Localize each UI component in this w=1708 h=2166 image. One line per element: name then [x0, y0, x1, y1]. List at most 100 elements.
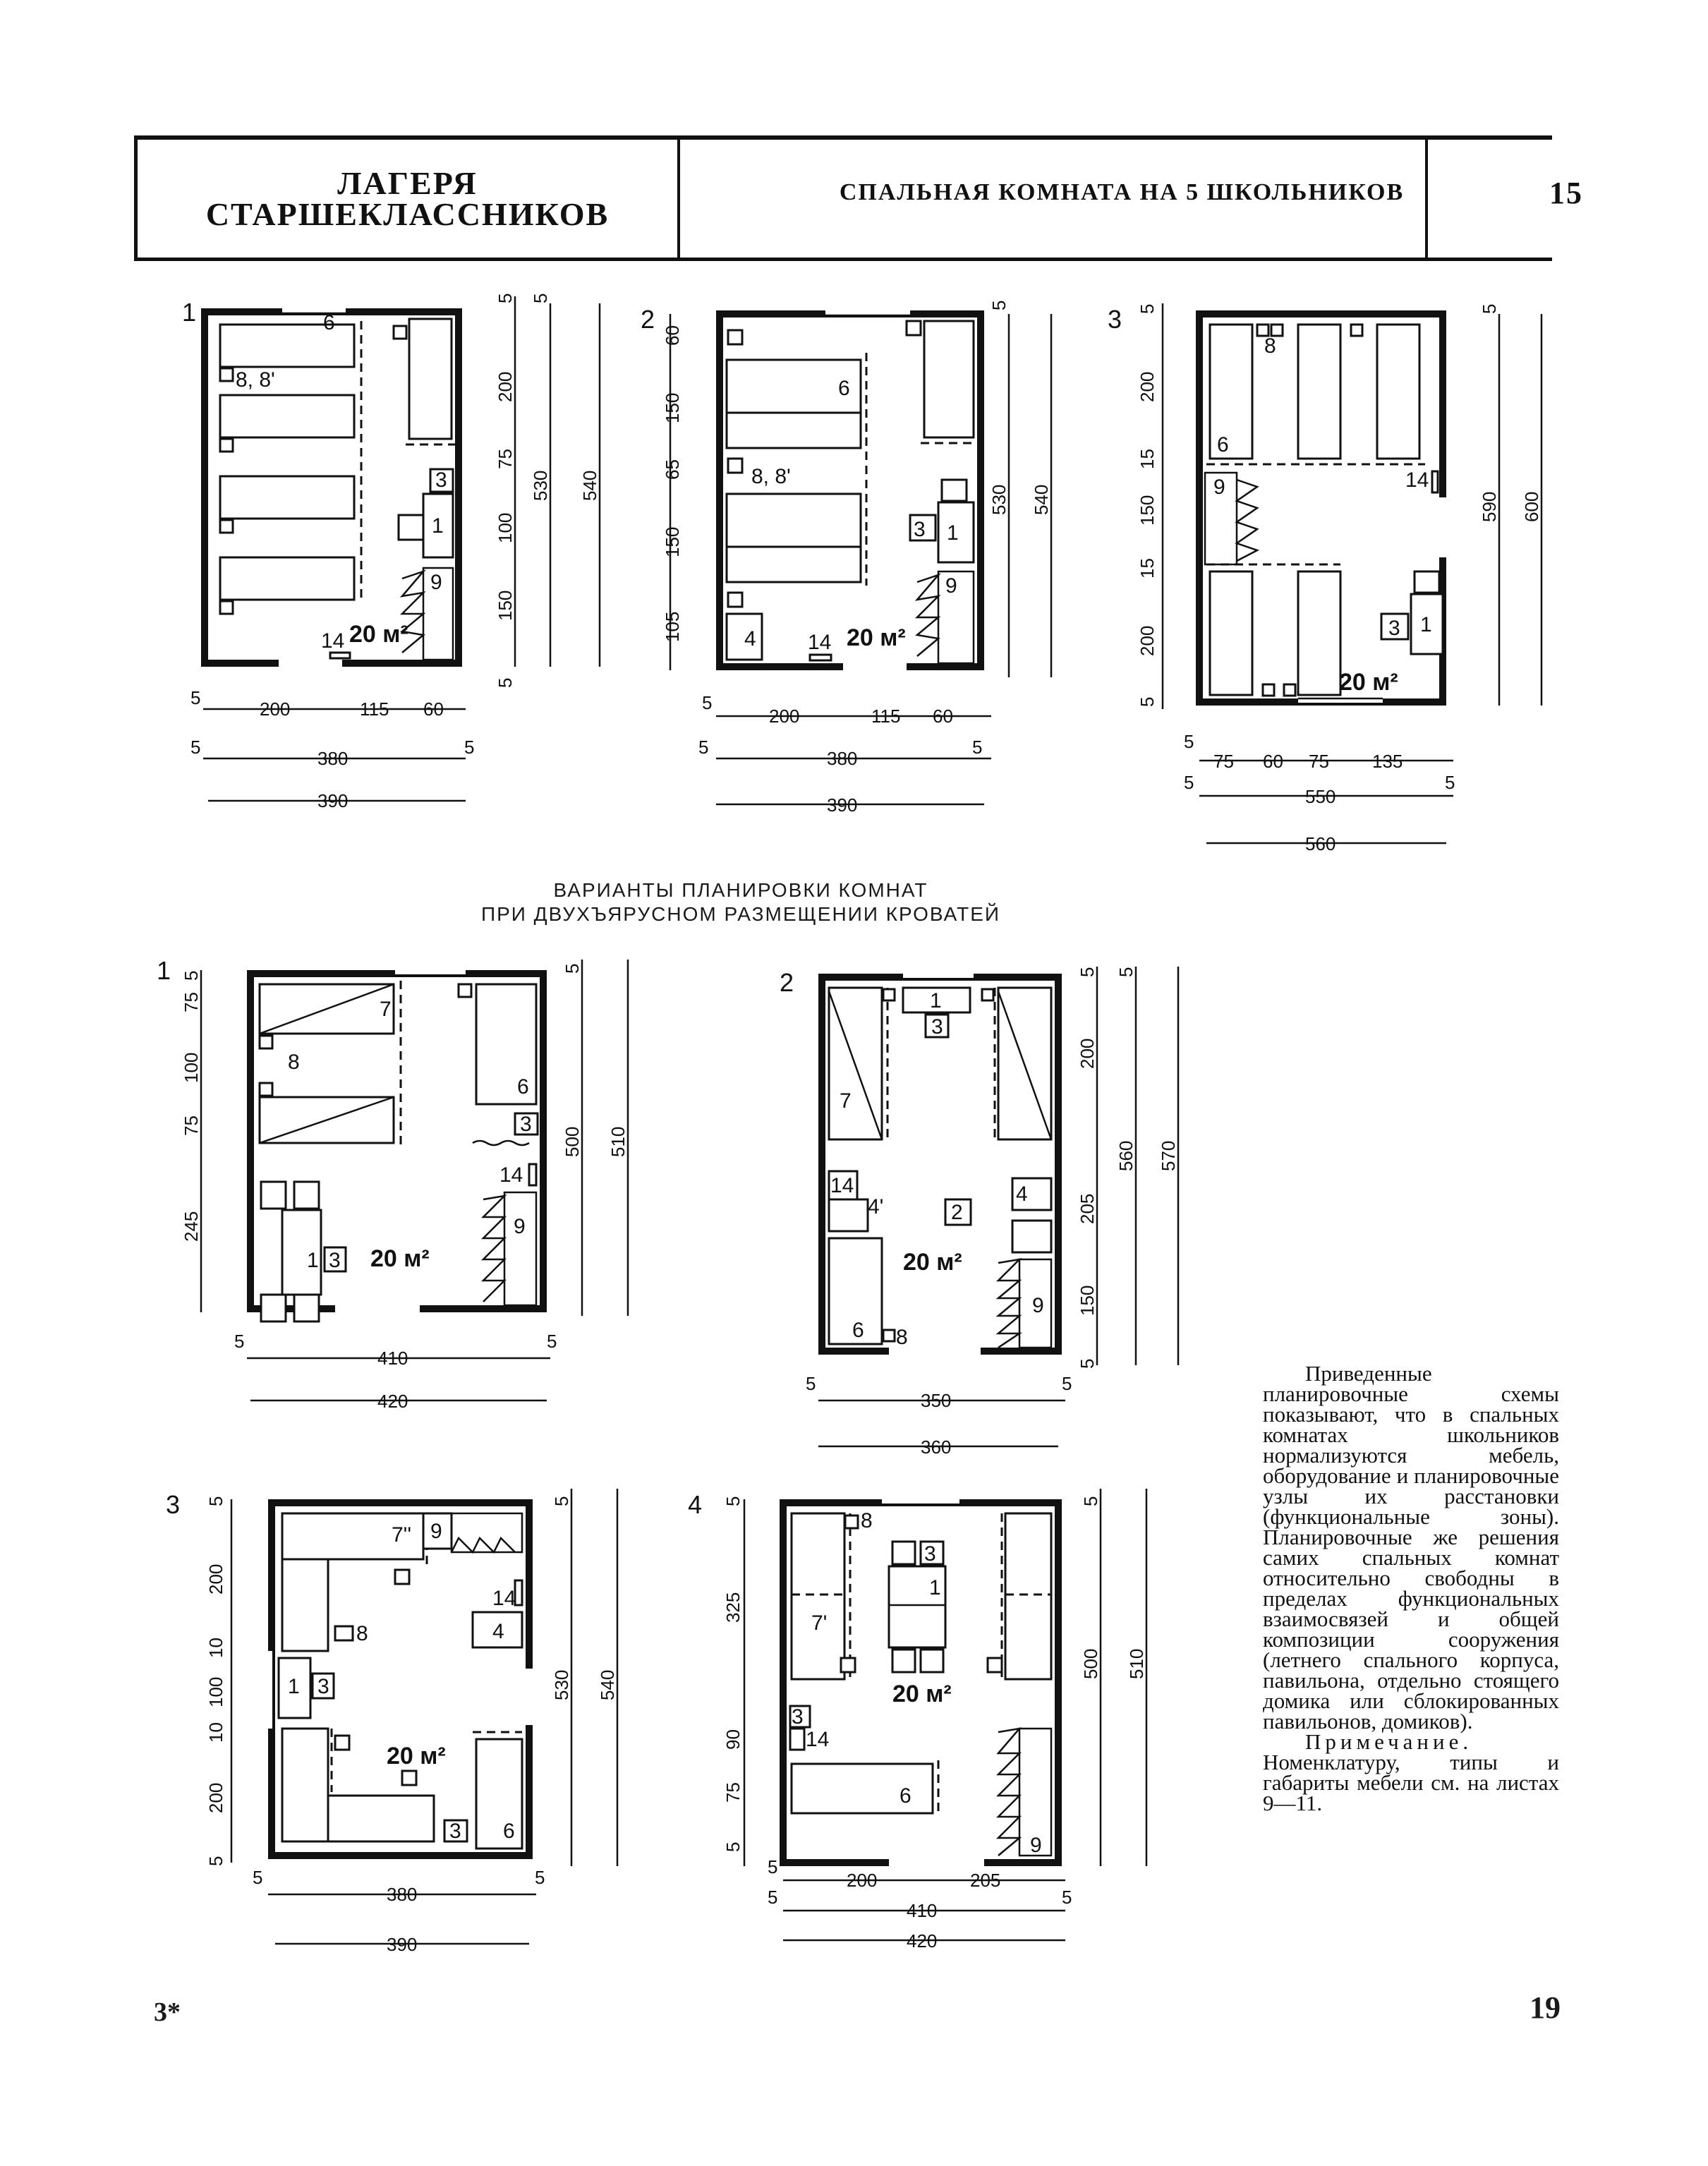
dim-label: 5	[988, 301, 1010, 310]
item-label: 3	[914, 518, 926, 541]
item-label: 1	[307, 1249, 319, 1272]
dim-label: 325	[722, 1592, 744, 1623]
dim-label: 200	[1137, 626, 1158, 656]
dim-label: 5	[1479, 304, 1500, 314]
item-label: 9	[430, 571, 442, 594]
bed	[475, 983, 538, 1106]
wardrobe	[1018, 1258, 1053, 1349]
item-label: 3	[329, 1249, 341, 1272]
dim-label: 410	[377, 1348, 408, 1369]
dim-label: 420	[907, 1930, 937, 1952]
bed	[1297, 570, 1342, 696]
item-label: 14	[1405, 468, 1429, 492]
dim-label: 5	[562, 964, 583, 974]
dim-label: 5	[1062, 1373, 1072, 1394]
table	[1410, 593, 1444, 655]
bed	[1209, 570, 1254, 696]
bed	[475, 1738, 523, 1850]
item-label: 14	[492, 1587, 516, 1610]
bed	[219, 556, 356, 601]
dim-label: 380	[387, 1884, 417, 1905]
bed	[281, 1727, 329, 1843]
dim-label: 5	[722, 1496, 744, 1506]
dim-label: 5	[768, 1887, 777, 1908]
dim-label: 150	[1077, 1285, 1098, 1316]
dim-label: 5	[698, 737, 708, 758]
wardrobe	[1018, 1727, 1053, 1857]
dim-label: 10	[205, 1638, 226, 1658]
dim-label: 200	[1077, 1039, 1098, 1069]
header-divider	[677, 140, 680, 258]
bed	[408, 317, 453, 440]
dim-label: 410	[907, 1900, 937, 1921]
item-label: 8	[356, 1622, 368, 1645]
dim-label: 150	[662, 393, 683, 423]
dim-label: 5	[1080, 1496, 1101, 1506]
dim-label: 75	[1213, 751, 1234, 772]
dim-label: 5	[702, 692, 712, 713]
table	[888, 1565, 947, 1649]
chair	[397, 514, 425, 541]
dim-label: 360	[921, 1436, 951, 1458]
dim-label: 5	[234, 1331, 244, 1352]
dim-label: 5	[495, 294, 516, 303]
dim-label: 65	[662, 459, 683, 480]
dim-label: 5	[1137, 304, 1158, 314]
item-label: 6	[900, 1784, 911, 1808]
dim-label: 150	[495, 591, 516, 621]
item-label: 8	[288, 1051, 300, 1074]
bed	[790, 1762, 934, 1815]
dim-label: 60	[423, 698, 444, 720]
dim-label: 5	[547, 1331, 557, 1352]
dim-label: 5	[1115, 967, 1137, 977]
top-plan-3: 3 8 6 9 14 3 1 20 м² 5 200 15 150 15 200…	[1108, 303, 1543, 854]
dim-label: 200	[260, 698, 290, 720]
bed	[790, 1512, 846, 1681]
item-label: 3	[317, 1675, 329, 1698]
item-label: 1	[929, 1576, 941, 1599]
area-label: 20 м²	[370, 1245, 430, 1272]
dim-label: 5	[1077, 1359, 1098, 1369]
variants-caption: ВАРИАНТЫ ПЛАНИРОВКИ КОМНАТ ПРИ ДВУХЪЯРУС…	[353, 878, 1129, 926]
area-label: 20 м²	[903, 1249, 962, 1276]
item-label: 3	[435, 468, 447, 492]
header-divider	[1425, 140, 1428, 258]
top-plan-1: 1 6 8, 8' 3 1 9 14 20 м² 5 200 75 100 15…	[182, 294, 601, 811]
dim-label: 540	[579, 471, 600, 501]
area-label: 20 м²	[892, 1681, 952, 1707]
item-label: 3	[520, 1113, 532, 1136]
item-label: 14	[499, 1163, 523, 1187]
dim-label: 200	[847, 1870, 877, 1891]
dim-label: 5	[190, 687, 200, 708]
item-label: 9	[514, 1215, 526, 1238]
dim-label: 75	[495, 449, 516, 469]
note-label: Примечание.	[1305, 1729, 1473, 1754]
sheet-header: ЛАГЕРЯ СТАРШЕКЛАССНИКОВ СПАЛЬНАЯ КОМНАТА…	[134, 135, 1582, 261]
bottom-plan-1: 1 7 8 6 3 14 1 3 9 20 м² 5 75 100 75 245…	[157, 956, 629, 1412]
dim-label: 420	[377, 1391, 408, 1412]
bedside-table	[219, 600, 234, 615]
bottom-plan-3: 3 7'' 9 14 4 8 1 3 3 6 20 м² 5 200 10 10…	[166, 1489, 619, 1955]
dim-label: 5	[495, 678, 516, 688]
item-label: 8	[1264, 334, 1276, 358]
explanatory-note: Приведенные планировочные схемы показыва…	[1263, 1362, 1559, 1814]
dim-label: 5	[205, 1856, 226, 1866]
dim-label: 5	[768, 1856, 777, 1877]
bottom-plan-4: 4 8 3 1 7' 3 14 6 9 20 м² 5 325 90 75 5 …	[688, 1489, 1148, 1952]
dim-label: 530	[530, 471, 551, 501]
item-label: 7'	[811, 1611, 827, 1635]
dim-label: 5	[1445, 772, 1455, 793]
shelf	[329, 651, 351, 660]
table	[422, 492, 454, 559]
bunk-bed	[725, 492, 862, 548]
bed	[1297, 323, 1342, 460]
bedside-table	[219, 437, 234, 453]
item-label: 3	[924, 1542, 936, 1566]
wardrobe	[1204, 471, 1238, 566]
plan-number: 1	[157, 956, 171, 985]
dim-label: 200	[1137, 372, 1158, 402]
bedside-table	[219, 367, 234, 382]
item-label: 1	[288, 1675, 300, 1698]
table	[937, 501, 975, 564]
dim-label: 540	[597, 1670, 618, 1700]
